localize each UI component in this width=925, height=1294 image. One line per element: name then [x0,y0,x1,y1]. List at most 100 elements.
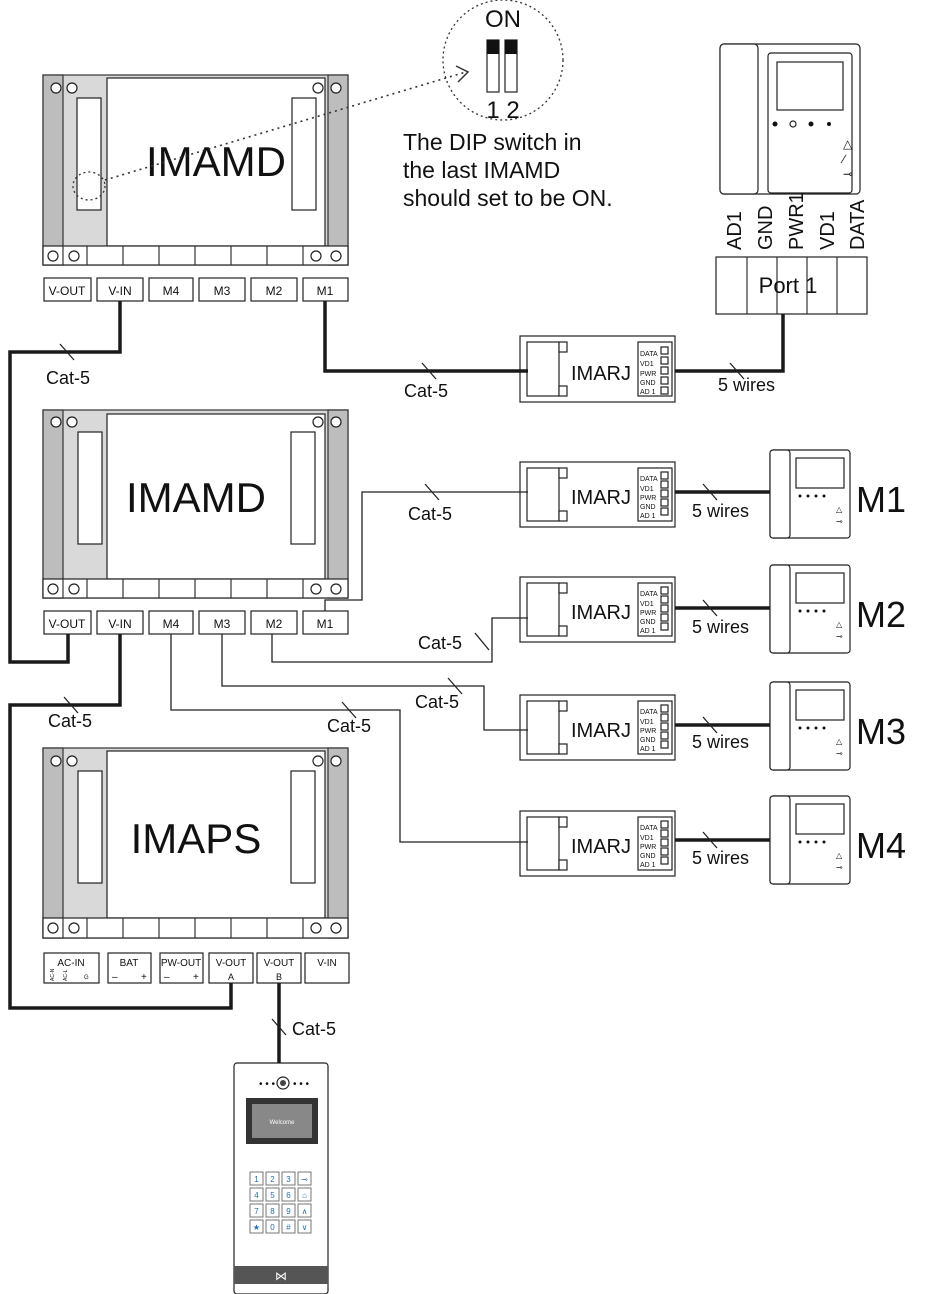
imarj-pin-label: AD 1 [640,862,656,869]
imarj-label: IMARJ [571,487,631,509]
port-label: V-IN [317,958,336,969]
monitor-button-icon [808,121,814,127]
monitor-m3: △ ⊸ M3 [769,681,906,771]
cable-m2 [271,617,528,663]
dip-switch-callout: ON 1 2 The DIP switch in the last IMAMD … [104,0,613,211]
monitor-label: M3 [856,711,906,752]
port-m2 [250,277,298,302]
dip-note-line-2: the last IMAMD [403,157,560,183]
cable-label: Cat-5 [327,716,371,736]
port-sub-label: B [276,972,282,982]
keypad-key-label: ⌂ [302,1191,307,1200]
keypad-key-label: 0 [270,1223,275,1232]
imarj-pin-label: DATA [640,476,658,483]
keypad-key-label: ∨ [302,1223,308,1232]
port-label: AC-IN [57,958,84,969]
port1-pin-label: GND [755,206,777,250]
imarj-pin-label: DATA [640,591,658,598]
bell-icon: △ [843,137,853,151]
imarj-m3: IMARJ DATA VD1 PWR GND AD 1 [519,694,676,761]
imarj-pin-label: DATA [640,825,658,832]
cable-label: 5 wires [692,501,749,521]
keypad-key-label: 7 [254,1207,259,1216]
svg-text:• • •: • • • [259,1079,276,1090]
imarj-pin-label: GND [640,619,656,626]
keypad-key-label: 3 [286,1175,291,1184]
port-label: V-OUT [49,284,86,298]
monitor-m4: △ ⊸ M4 [769,795,906,885]
keypad-key [281,1219,296,1234]
imarj-label: IMARJ [571,836,631,858]
imarj-pin-label: GND [640,504,656,511]
port1-terminal: AD1 GND PWR1 VD1 DATA Port 1 [715,192,869,315]
indoor-monitor-large: △ ∕ ⊸ [719,43,861,195]
imamd-top-ports: V-OUT V-IN M4 M3 M2 M1 [43,277,349,302]
cable-label: Cat-5 [418,633,462,653]
port-label: V-OUT [49,617,86,631]
port-label: M4 [163,284,180,298]
imarj-pin-label: DATA [640,709,658,716]
keypad-key [281,1187,296,1202]
port1-pin-label: DATA [847,199,869,250]
keypad-key [297,1171,312,1186]
imamd-top-label: IMAMD [146,138,286,185]
monitor-button-icon [772,121,778,127]
cable-label: Cat-5 [408,504,452,524]
plus-label: + [193,972,199,983]
keypad-key [297,1203,312,1218]
monitor-button-icon [789,120,797,128]
cable-label: 5 wires [718,375,775,395]
monitor-button-icon [827,122,831,126]
imamd-middle-ports: V-OUT V-IN M4 M3 M2 M1 [43,610,349,635]
svg-text:• • •: • • • [293,1079,310,1090]
imarj-m4: IMARJ DATA VD1 PWR GND AD 1 [519,810,676,877]
keypad-key-label: ★ [253,1223,260,1232]
imarj-m1: IMARJ DATA VD1 PWR GND AD 1 [519,461,676,528]
port-v-out [43,277,92,302]
keypad-key-label: 8 [270,1207,275,1216]
imaps-module: IMAPS [42,747,349,939]
cable-vin-to-aps [8,634,233,1010]
keypad-key [281,1203,296,1218]
imarj-m2: IMARJ DATA VD1 PWR GND AD 1 [519,576,676,643]
imarj-pin-label: VD1 [640,835,654,842]
port-bat [107,952,152,984]
keypad-key [297,1219,312,1234]
imarj-pin-label: VD1 [640,601,654,608]
port-label: BAT [120,958,139,969]
imarj-pin-label: PWR [640,728,656,735]
pin-label: AC-N [50,968,56,981]
imarj-pin-label: DATA [640,351,658,358]
imarj-pin-label: PWR [640,495,656,502]
imarj-label: IMARJ [571,720,631,742]
imarj-pin-label: PWR [640,610,656,617]
port-label: M3 [214,617,231,631]
imamd-middle-module: IMAMD [42,409,349,599]
key-icon: ⊸ [836,863,843,872]
key-icon: ⊸ [836,632,843,641]
port-label: M4 [163,617,180,631]
imarj-pin-label: AD 1 [640,628,656,635]
bell-icon: △ [836,505,843,514]
cable-label: 5 wires [692,617,749,637]
keypad-key-label: 9 [286,1207,291,1216]
keypad-key [249,1187,264,1202]
keypad-key [249,1203,264,1218]
handset-icon: ∕ [840,152,847,166]
port1-pin-label: PWR1 [786,192,808,250]
pin-label: AC-L [63,969,69,981]
keypad-key-label: 6 [286,1191,291,1200]
cable-label: Cat-5 [46,368,90,388]
keypad-key-label: 2 [270,1175,275,1184]
cable-5wire-top [675,314,785,373]
port-m4 [148,277,194,302]
monitor-m2: △ ⊸ M2 [769,564,906,654]
minus-label: – [164,972,170,983]
keypad-key-label: 5 [270,1191,275,1200]
dip-on-label: ON [485,6,521,33]
imarj-top: IMARJ DATA VD1 PWR GND AD 1 [519,335,676,403]
pin-label: G [84,975,89,981]
